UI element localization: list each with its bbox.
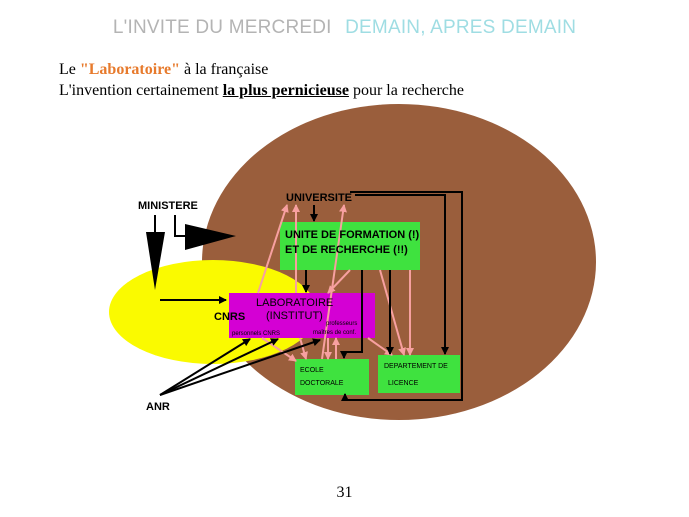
label-labo-line1: LABORATOIRE	[256, 297, 333, 309]
black-arrows	[146, 191, 463, 401]
label-professeurs-line2: maîtres de conf.	[313, 330, 356, 336]
label-ufr-line2: ET DE RECHERCHE (!!)	[285, 244, 408, 256]
subtitle-line2-suffix: pour la recherche	[348, 82, 464, 99]
header-title: L'INVITE DU MERCREDI	[112, 17, 332, 38]
label-ecole-line2: DOCTORALE	[300, 380, 344, 387]
subtitle-line2-prefix: L'invention certainement	[59, 82, 223, 99]
arrow-ufr-to-dept-pink	[379, 269, 406, 356]
arrow-labo-to-ecole-pink-4	[261, 337, 297, 362]
label-ministere: MINISTERE	[138, 200, 198, 212]
page-number: 31	[336, 484, 353, 501]
label-dept-line2: LICENCE	[388, 380, 419, 387]
subtitle-line1-suffix: à la française	[180, 61, 269, 78]
label-labo-line2: (INSTITUT)	[266, 310, 323, 322]
labo-box	[229, 293, 375, 338]
label-cnrs: CNRS	[214, 311, 245, 323]
label-dept-line1: DEPARTEMENT DE	[384, 363, 448, 370]
subtitle-line2-strong: la plus pernicieuse	[222, 82, 349, 99]
label-professeurs-line1: professeurs	[326, 321, 357, 327]
arrow-labo-to-univ	[257, 204, 289, 294]
slide-header: L'INVITE DU MERCREDI DEMAIN, APRES DEMAI…	[0, 17, 689, 39]
pink-arrows	[257, 204, 414, 362]
arrow-anr-to-ecole	[159, 338, 321, 396]
arrow-anr-to-labo	[159, 338, 251, 396]
arrow-ecole-to-univ	[321, 204, 347, 360]
header-subtitle: DEMAIN, APRES DEMAIN	[345, 17, 577, 38]
ministere-big-arrowhead	[146, 232, 165, 290]
subtitle-line1-prefix: Le	[59, 61, 80, 78]
dept-box	[378, 355, 460, 393]
ufr-box	[280, 222, 420, 270]
label-universite: UNIVERSITE	[286, 192, 352, 204]
arrow-labo-to-ecole-pink-3	[299, 337, 308, 360]
label-ecole-line1: ECOLE	[300, 367, 324, 374]
label-personnel-cnrs: personnels CNRS	[232, 331, 280, 337]
label-anr: ANR	[146, 401, 170, 413]
subtitle-line-2: L'invention certainement la plus pernici…	[59, 80, 464, 101]
arrow-ufr-to-ecole-black	[340, 270, 363, 359]
slide-subtitle: Le "Laboratoire" à la française L'invent…	[59, 59, 464, 101]
label-ufr-line1: UNITE DE FORMATION (!)	[285, 229, 420, 241]
arrow-anr-to-labo-2	[159, 338, 279, 396]
subtitle-line1-accent: "Laboratoire"	[79, 61, 180, 78]
arrow-ufr-to-labo	[327, 269, 351, 294]
ecole-box	[295, 359, 369, 395]
subtitle-line-1: Le "Laboratoire" à la française	[59, 59, 464, 80]
ministere-right-arrowhead	[185, 224, 236, 250]
connector-univ-to-ecole-frame	[341, 191, 463, 401]
connector-univ-to-dept	[355, 194, 449, 355]
